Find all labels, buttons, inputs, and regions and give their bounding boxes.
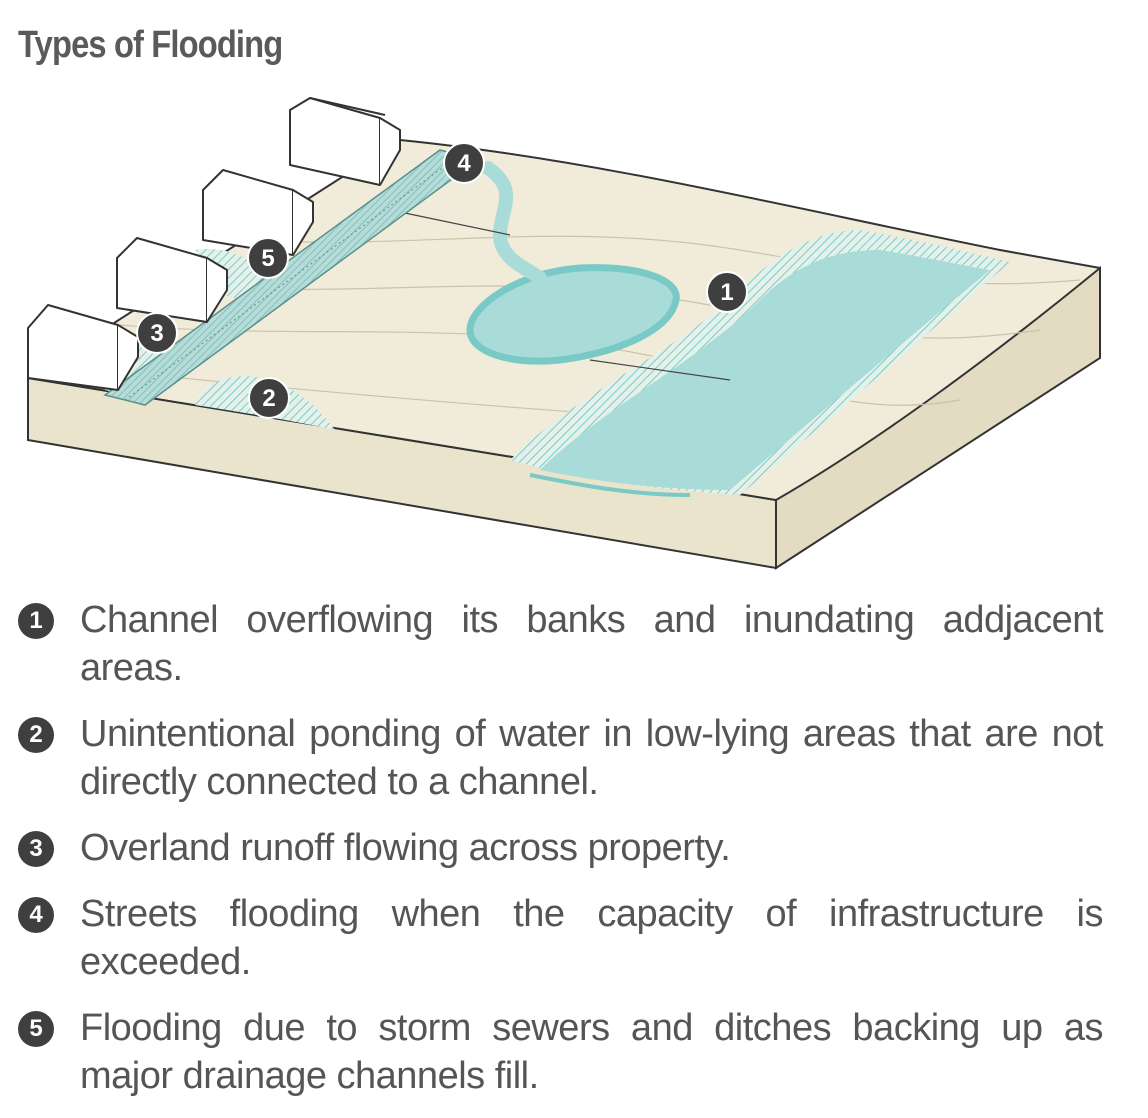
legend-number-badge: 3 [18, 831, 54, 867]
marker-4: 4 [443, 142, 485, 184]
svg-text:2: 2 [262, 385, 275, 412]
legend-number-badge: 1 [18, 603, 54, 639]
legend-item: 1 Channel overflowing its banks and inun… [18, 596, 1104, 692]
flooding-diagram: 1 2 3 4 5 [27, 97, 1101, 570]
marker-5: 5 [247, 237, 289, 279]
legend-text: Unintentional ponding of water in low-ly… [80, 713, 1104, 803]
legend-number-badge: 5 [18, 1011, 54, 1047]
stream [481, 161, 547, 285]
legend-text: Channel overflowing its banks and inunda… [80, 599, 1104, 689]
culvert-pipe-1 [399, 211, 511, 236]
marker-1: 1 [706, 271, 748, 313]
legend-text: Flooding due to storm sewers and ditches… [80, 1007, 1104, 1097]
legend-list: 1 Channel overflowing its banks and inun… [18, 596, 1104, 1118]
legend-text: Streets flooding when the capacity of in… [80, 893, 1104, 983]
legend-item: 4 Streets flooding when the capacity of … [18, 890, 1104, 986]
marker-2: 2 [248, 377, 290, 419]
legend-number-badge: 4 [18, 897, 54, 933]
pond-water [466, 264, 680, 365]
svg-text:5: 5 [261, 245, 274, 272]
house-4 [27, 304, 139, 391]
culvert-pipe-2 [589, 359, 731, 381]
house-2 [202, 169, 314, 256]
house-1 [289, 97, 401, 186]
legend-text: Overland runoff flowing across property. [80, 827, 731, 869]
page-title: Types of Flooding [18, 24, 283, 66]
legend-number-badge: 2 [18, 717, 54, 753]
svg-text:3: 3 [150, 320, 163, 347]
svg-text:4: 4 [457, 150, 471, 177]
svg-text:1: 1 [720, 279, 733, 306]
channel-bank-edge [529, 473, 691, 497]
house-3 [116, 237, 228, 323]
street-centerline [124, 154, 461, 401]
legend-item: 3 Overland runoff flowing across propert… [18, 824, 1103, 872]
legend-item: 2 Unintentional ponding of water in low-… [18, 710, 1104, 806]
channel-water [540, 250, 990, 490]
marker-3: 3 [136, 312, 178, 354]
legend-item: 5 Flooding due to storm sewers and ditch… [18, 1004, 1104, 1100]
